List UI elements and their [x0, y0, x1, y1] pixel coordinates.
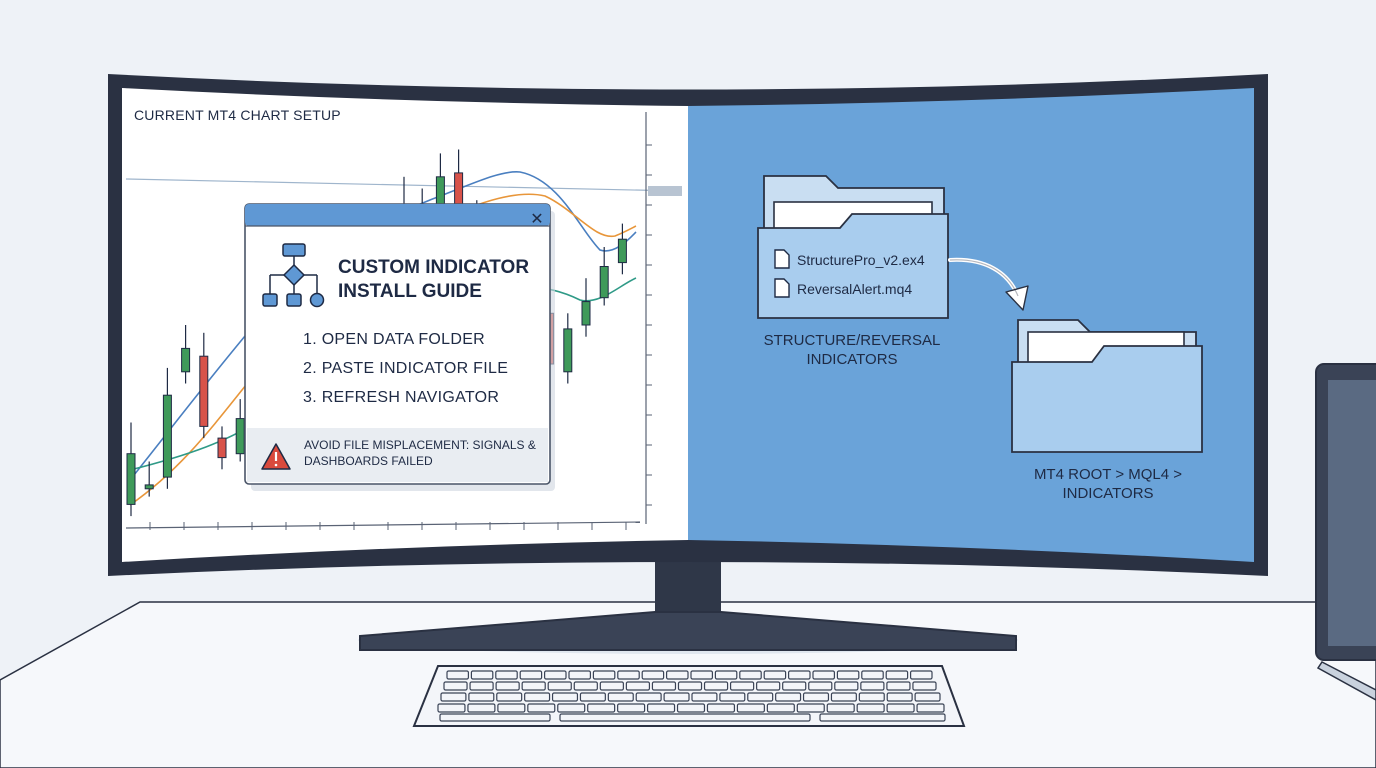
file-name-reversalalert[interactable]: ReversalAlert.mq4: [797, 281, 913, 297]
move-arrow-icon: [948, 257, 1029, 311]
candle: [181, 325, 191, 384]
horizontal-level-line: [125, 178, 681, 192]
keyboard[interactable]: [412, 665, 966, 727]
candle: [217, 426, 227, 470]
candle: [144, 461, 154, 497]
install-guide-dialog[interactable]: [244, 203, 555, 491]
time-axis: [125, 521, 641, 529]
moving-average-blue: [129, 171, 637, 481]
step-refresh-navigator: 3. REFRESH NAVIGATOR: [303, 389, 500, 406]
candle: [126, 422, 136, 517]
warning-text: AVOID FILE MISPLACEMENT: SIGNALS & DASHB…: [304, 438, 536, 468]
candle: [581, 278, 591, 337]
file-name-structurepro[interactable]: StructurePro_v2.ex4: [797, 252, 925, 268]
candle: [563, 313, 573, 384]
monitor-stand: [359, 556, 1017, 651]
dialog-title: CUSTOM INDICATOR INSTALL GUIDE: [338, 257, 530, 302]
target-folder-icon[interactable]: [1011, 319, 1203, 453]
step-paste-indicator-file: 2. PASTE INDICATOR FILE: [303, 360, 509, 377]
candle: [599, 247, 609, 306]
candle: [617, 223, 627, 275]
source-folder-caption: STRUCTURE/REVERSAL INDICATORS: [763, 332, 941, 368]
source-folder-icon[interactable]: [757, 175, 949, 319]
dialog-titlebar[interactable]: [245, 204, 550, 226]
target-folder-caption: MT4 ROOT > MQL4 > INDICATORS: [1033, 466, 1183, 502]
price-tag: [648, 186, 682, 196]
time-axis-ticks: [149, 522, 627, 530]
keyboard-keys: [437, 670, 946, 722]
warning-banner: [247, 428, 548, 482]
price-axis-ticks: [646, 144, 652, 506]
dialog-close-button[interactable]: ✕: [530, 209, 544, 228]
candle: [199, 332, 209, 439]
step-open-data-folder: 1. OPEN DATA FOLDER: [303, 331, 486, 348]
file-icon-ex4: [774, 249, 790, 269]
file-icon-mq4: [774, 278, 790, 298]
flowchart-icon: [262, 243, 325, 308]
candle: [162, 367, 172, 489]
warning-icon: [261, 443, 291, 470]
laptop: [1315, 363, 1376, 701]
chart-title: CURRENT MT4 CHART SETUP: [134, 107, 341, 123]
